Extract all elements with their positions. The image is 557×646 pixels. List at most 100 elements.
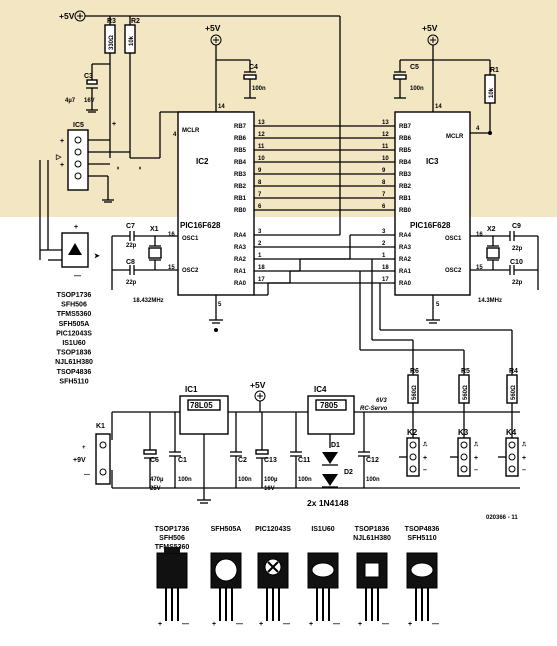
- svg-text:PIC16F628: PIC16F628: [180, 221, 221, 230]
- svg-text:25V: 25V: [150, 486, 161, 492]
- capacitor-c4: [243, 74, 257, 80]
- ic2-pin-label: RB2: [234, 184, 247, 190]
- sensor-packages: TSOP1736SFH506TFMS5360+—SFH505A+—PIC1204…: [155, 526, 440, 628]
- power-supply-section: K1 + +9V — C6 470µ 25V C1 100n IC1 78L05…: [73, 380, 520, 508]
- svg-text:—: —: [236, 621, 243, 628]
- ic3-pin-label: RB6: [399, 136, 412, 142]
- package-label: TSOP4836: [405, 526, 440, 533]
- svg-text:–: –: [474, 467, 478, 474]
- connector-k1: [95, 433, 111, 485]
- svg-text:14.3MHz: 14.3MHz: [478, 298, 502, 304]
- svg-text:4µ7: 4µ7: [65, 98, 76, 104]
- svg-text:OSC2: OSC2: [445, 268, 462, 274]
- figure-id: 020366 - 11: [486, 515, 518, 521]
- ic3-pin-number: 10: [382, 156, 389, 162]
- resistor-label: R4: [509, 368, 518, 375]
- ic2-pin-number: 6: [258, 204, 262, 210]
- svg-text:470µ: 470µ: [150, 477, 164, 483]
- svg-text:+5V: +5V: [250, 380, 266, 390]
- svg-text:—: —: [84, 472, 90, 478]
- svg-text:—: —: [432, 621, 439, 628]
- sensor-part-name: SFH5110: [59, 378, 88, 385]
- sensor-part-name: TSOP4836: [57, 369, 92, 376]
- ic2-pin-label: RA2: [234, 257, 247, 263]
- svg-text:100n: 100n: [410, 86, 424, 92]
- sensor-part-list: TSOP1736SFH506TFMS5360SFH505APIC12043SIS…: [55, 292, 93, 385]
- svg-text:+: +: [309, 621, 313, 628]
- svg-text:+5V: +5V: [422, 23, 438, 33]
- svg-text:OSC2: OSC2: [182, 268, 199, 274]
- svg-text:C9: C9: [512, 223, 521, 230]
- svg-text:◗: ◗: [116, 165, 120, 172]
- ic3-pin-number: 11: [382, 144, 389, 150]
- ic3-pin-label: RA0: [399, 281, 412, 287]
- ic3-pin-number: 1: [382, 253, 386, 259]
- ic3-pin-number: 2: [382, 241, 386, 247]
- svg-text:+: +: [60, 138, 64, 145]
- svg-text:4: 4: [173, 132, 177, 138]
- ic3-pin-label: RB4: [399, 160, 412, 166]
- ic2-pin-number: 13: [258, 120, 265, 126]
- svg-text:100n: 100n: [298, 477, 312, 483]
- ic2-pin-number: 9: [258, 168, 262, 174]
- ic3-pin-label: RB3: [399, 172, 412, 178]
- svg-text:10k: 10k: [489, 87, 495, 98]
- svg-text:22p: 22p: [512, 246, 523, 252]
- svg-text:➤: ➤: [94, 253, 100, 260]
- capacitor-c6: [143, 449, 157, 455]
- svg-text:100µ: 100µ: [264, 477, 278, 483]
- sensor-package-icon: [156, 552, 188, 589]
- svg-text:+: +: [259, 621, 263, 628]
- svg-text:14: 14: [435, 104, 442, 110]
- ic2-pin-number: 11: [258, 144, 265, 150]
- svg-text:C1: C1: [178, 457, 187, 464]
- svg-text:+: +: [60, 162, 64, 169]
- ic2-microcontroller: +5V C4 100n 14 MCLR 4 IC2 PIC16F628 OSC1…: [168, 23, 266, 332]
- ic3-pin-label: RA1: [399, 269, 412, 275]
- package-label: NJL61H380: [353, 535, 391, 542]
- sensor-part-name: NJL61H380: [55, 359, 93, 366]
- svg-text:22p: 22p: [126, 280, 137, 286]
- svg-text:D1: D1: [331, 442, 340, 449]
- ic3-pin-label: RB7: [399, 124, 412, 130]
- diode-d1: [322, 452, 338, 464]
- ic3-pin-label: RB0: [399, 208, 412, 214]
- svg-text:+: +: [82, 445, 86, 451]
- svg-text:+: +: [74, 224, 78, 231]
- diode-d2: [322, 474, 338, 486]
- svg-text:⎍: ⎍: [474, 441, 479, 448]
- svg-text:D2: D2: [344, 469, 353, 476]
- svg-text:78L05: 78L05: [190, 401, 213, 410]
- ic2-pin-number: 7: [258, 192, 262, 198]
- ic3-pin-label: RA3: [399, 245, 412, 251]
- svg-text:—: —: [382, 621, 389, 628]
- svg-text:–: –: [423, 467, 427, 474]
- svg-text:16: 16: [476, 232, 483, 238]
- svg-text:K1: K1: [96, 423, 105, 430]
- svg-text:IC5: IC5: [73, 122, 84, 129]
- ic2-pin-number: 18: [258, 265, 265, 271]
- svg-text:C13: C13: [264, 457, 277, 464]
- svg-text:22p: 22p: [512, 280, 523, 286]
- svg-text:⎍: ⎍: [423, 441, 428, 448]
- svg-text:+5V: +5V: [205, 23, 221, 33]
- svg-text:IC1: IC1: [185, 385, 198, 394]
- connector-label: K3: [458, 428, 469, 437]
- ic3-pin-number: 3: [382, 229, 386, 235]
- svg-text:100n: 100n: [252, 86, 266, 92]
- svg-text:7805: 7805: [320, 401, 338, 410]
- sensor-part-name: TFMS5360: [57, 311, 92, 318]
- svg-text:X1: X1: [150, 226, 159, 233]
- sensor-part-name: SFH506: [61, 302, 87, 309]
- ic2-pin-label: RA0: [234, 281, 247, 287]
- ic2-pin-label: RB3: [234, 172, 247, 178]
- svg-text:—: —: [333, 621, 340, 628]
- svg-text:MCLR: MCLR: [446, 134, 464, 140]
- ic3-pin-number: 13: [382, 120, 389, 126]
- svg-text:5: 5: [436, 302, 440, 308]
- svg-text:C12: C12: [366, 457, 379, 464]
- svg-text:OSC1: OSC1: [182, 236, 199, 242]
- ic3-pin-label: RA2: [399, 257, 412, 263]
- svg-text:C2: C2: [238, 457, 247, 464]
- svg-text:IC4: IC4: [314, 385, 327, 394]
